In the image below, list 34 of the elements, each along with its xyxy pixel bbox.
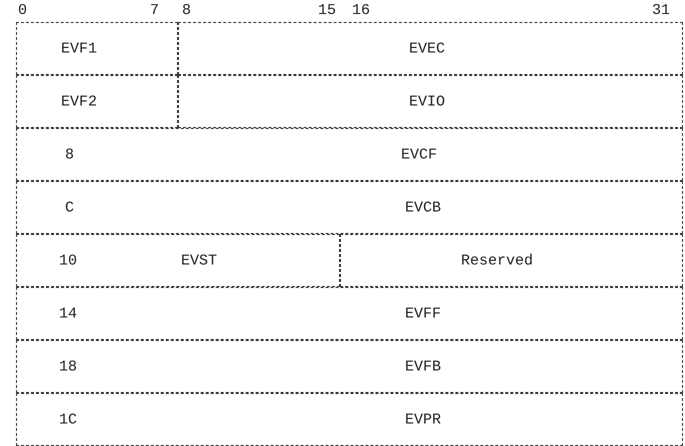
bit-number: 31 bbox=[652, 2, 670, 19]
field-name: EVIO bbox=[409, 93, 446, 110]
field-box bbox=[178, 75, 683, 128]
offset-label: 18 bbox=[59, 358, 78, 375]
offset-label: 1C bbox=[59, 411, 78, 428]
offset-label: 10 bbox=[59, 252, 78, 269]
field-name: EVPR bbox=[405, 411, 442, 428]
field-name: EVCF bbox=[401, 146, 438, 163]
offset-label: 14 bbox=[59, 305, 78, 322]
field-box bbox=[16, 75, 178, 128]
field-box bbox=[16, 393, 683, 446]
field-box bbox=[16, 22, 178, 75]
bit-number: 7 bbox=[150, 2, 160, 19]
bit-number: 15 bbox=[318, 2, 336, 19]
field-name: EVF1 bbox=[61, 40, 98, 57]
field-box bbox=[340, 234, 683, 287]
offset-label: C bbox=[65, 199, 74, 216]
field-name: EVEC bbox=[409, 40, 446, 57]
field-box bbox=[16, 234, 340, 287]
bit-number: 0 bbox=[18, 2, 28, 19]
offset-label: 8 bbox=[65, 146, 74, 163]
field-name: EVST bbox=[181, 252, 218, 269]
field-box bbox=[16, 128, 683, 181]
field-name: EVCB bbox=[405, 199, 442, 216]
field-name: EVFF bbox=[405, 305, 442, 322]
field-box bbox=[16, 287, 683, 340]
bit-number: 8 bbox=[182, 2, 192, 19]
field-box bbox=[16, 340, 683, 393]
bit-number: 16 bbox=[352, 2, 370, 19]
field-box bbox=[178, 22, 683, 75]
field-name: Reserved bbox=[461, 252, 534, 269]
field-name: EVF2 bbox=[61, 93, 98, 110]
field-name: EVFB bbox=[405, 358, 442, 375]
field-box bbox=[16, 181, 683, 234]
